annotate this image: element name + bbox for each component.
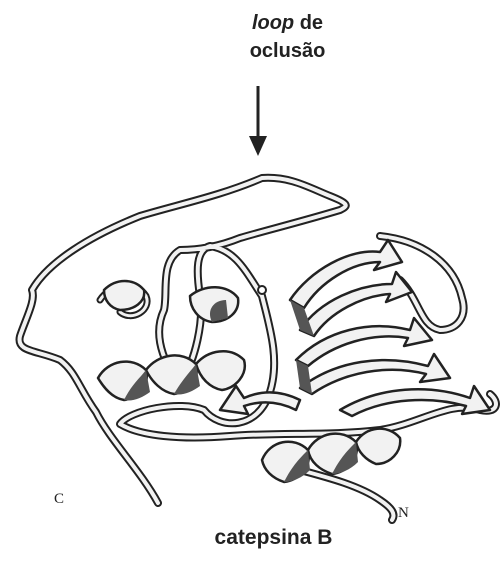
c-terminus-label: C (54, 491, 64, 508)
figure-caption: catepsina B (22, 526, 503, 550)
n-terminus-label: N (398, 505, 409, 522)
alpha-helix-left (98, 351, 245, 400)
annotation-arrow (249, 86, 267, 156)
disulfide-marker (258, 286, 266, 294)
coil-backbone (19, 178, 495, 520)
